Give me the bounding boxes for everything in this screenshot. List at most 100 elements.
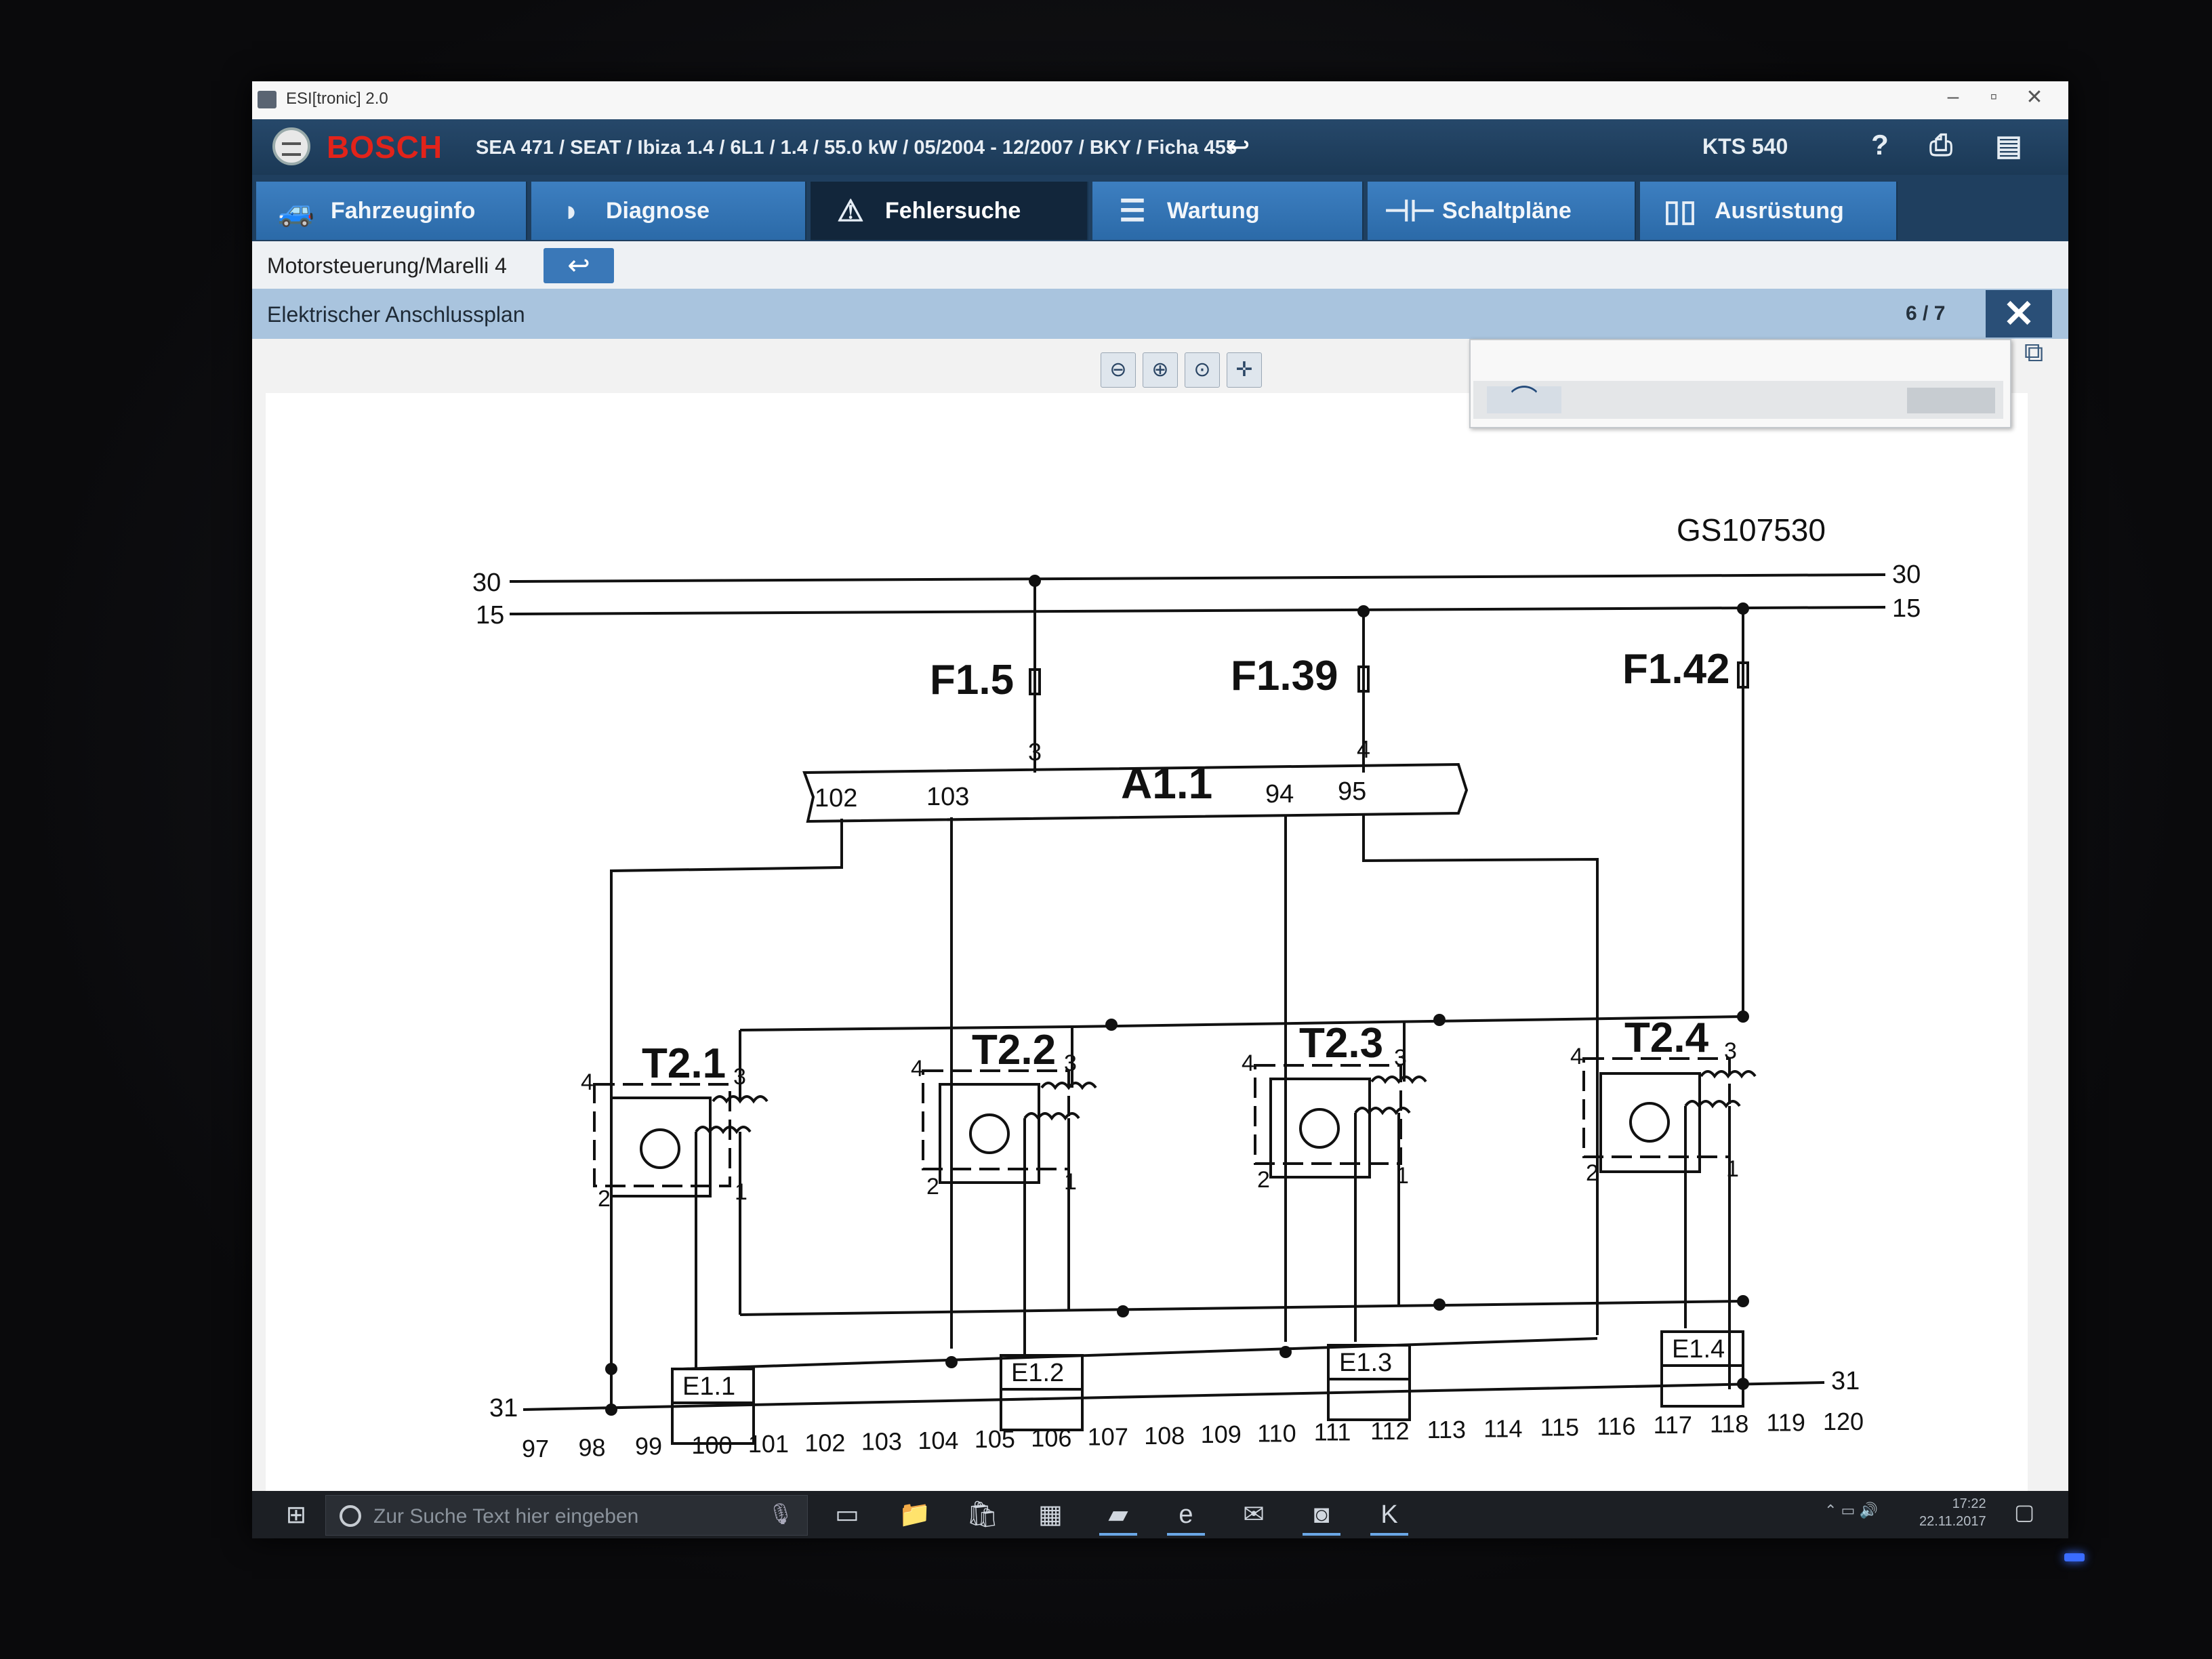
coil-t2-3-pin-2: 2 <box>1257 1167 1270 1193</box>
menu-icon[interactable]: ▤ <box>1995 129 2022 161</box>
grid-number: 109 <box>1201 1420 1242 1448</box>
breadcrumb-bar: Motorsteuerung/Marelli 4 ↩ <box>252 241 2068 289</box>
diagnosis-icon: ◗ <box>562 194 581 228</box>
diagram-id: GS107530 <box>1677 512 1826 548</box>
page-counter: 6 / 7 <box>1906 302 1946 325</box>
coil-t2-2-pin-3: 3 <box>1064 1050 1077 1076</box>
rail-31-right: 31 <box>1831 1367 1860 1395</box>
tab-label: Fahrzeuginfo <box>331 198 476 224</box>
coil-t2-1-pin-4: 4 <box>581 1069 594 1095</box>
windows-start-icon[interactable]: ⊞ <box>285 1500 307 1528</box>
edge-browser-icon[interactable]: e <box>1167 1496 1205 1536</box>
coil-t2-2-pin-4: 4 <box>911 1056 924 1082</box>
close-window-button[interactable]: ✕ <box>2026 86 2043 108</box>
gauge-icon[interactable]: ⌒ <box>1487 386 1561 413</box>
tab-fahrzeuginfo[interactable]: 🚙 Fahrzeuginfo <box>256 182 527 240</box>
coil-t2-3-label: T2.3 <box>1299 1020 1383 1067</box>
module-pin-4: 4 <box>1357 735 1370 763</box>
zoom-out-icon[interactable]: ⊖ <box>1101 352 1136 388</box>
tab-ausruestung[interactable]: ▯▯ Ausrüstung <box>1640 182 1898 240</box>
grid-number: 99 <box>635 1433 662 1460</box>
grid-number: 120 <box>1823 1408 1864 1435</box>
grid-number: 100 <box>691 1431 732 1459</box>
device-label: KTS 540 <box>1702 134 1788 159</box>
notification-icon[interactable]: ▢ <box>2014 1500 2035 1524</box>
coil-t2-2-label: T2.2 <box>972 1027 1056 1073</box>
store-icon[interactable]: 🛍 <box>966 1500 1000 1529</box>
vehicle-info: SEA 471 / SEAT / Ibiza 1.4 / 6L1 / 1.4 /… <box>476 137 1237 159</box>
microphone-icon[interactable]: 🎙 <box>767 1503 794 1525</box>
coil-t2-1-label: T2.1 <box>642 1040 726 1087</box>
taskbar-clock[interactable]: 17:22 22.11.2017 <box>1919 1495 1986 1530</box>
plug-e1-4-label: E1.4 <box>1672 1335 1725 1364</box>
fuse-f1-42-label: F1.42 <box>1622 646 1730 693</box>
coil-t2-2-pin-1: 1 <box>1064 1169 1077 1195</box>
grid-number: 102 <box>804 1429 845 1456</box>
task-view-icon[interactable]: ▭ <box>835 1500 859 1529</box>
mail-icon[interactable]: ✉ <box>1243 1500 1265 1529</box>
pan-icon[interactable]: ✛ <box>1227 352 1262 388</box>
document-title: Elektrischer Anschlussplan <box>267 302 525 327</box>
zoom-fit-icon[interactable]: ⊙ <box>1185 352 1220 388</box>
grid-number: 117 <box>1654 1411 1692 1439</box>
esitronic-app-icon[interactable]: ◙ <box>1303 1496 1340 1536</box>
coil-t2-1-pin-3: 3 <box>733 1064 746 1090</box>
grid-number: 113 <box>1427 1416 1466 1443</box>
window-title: ESI[tronic] 2.0 <box>286 89 388 108</box>
grid-number: 115 <box>1540 1414 1579 1441</box>
tab-label: Ausrüstung <box>1715 198 1844 224</box>
wiring-diagram: GS107530 30 15 30 15 31 31 F1.5 F1.39 F1… <box>266 393 2028 1491</box>
tab-label: Diagnose <box>606 198 710 224</box>
tab-schaltplaene[interactable]: ⊣⊢ Schaltpläne <box>1368 182 1636 240</box>
tab-label: Wartung <box>1167 198 1260 224</box>
coil-t2-4-pin-4: 4 <box>1570 1044 1583 1069</box>
coil-t2-3-pin-1: 1 <box>1396 1163 1409 1189</box>
windows-taskbar: ⊞ Zur Suche Text hier eingeben 🎙 ▭ 📁 🛍 ▦… <box>252 1491 2068 1538</box>
help-icon[interactable]: ? <box>1871 129 1889 161</box>
back-button[interactable]: ↩ <box>544 248 614 283</box>
tab-wartung[interactable]: ☰ Wartung <box>1092 182 1364 240</box>
zoom-in-icon[interactable]: ⊕ <box>1143 352 1178 388</box>
maximize-button[interactable]: ▫ <box>1990 85 1998 108</box>
grid-number: 111 <box>1314 1418 1351 1446</box>
clock-date: 22.11.2017 <box>1919 1514 1986 1529</box>
tab-label: Fehlersuche <box>885 198 1021 224</box>
module-label: A1.1 <box>1121 759 1212 808</box>
car-icon: 🚙 <box>277 194 315 228</box>
circuit-icon: ⊣⊢ <box>1384 194 1436 228</box>
minimize-button[interactable]: – <box>1947 85 1959 108</box>
grid-number: 98 <box>578 1433 605 1461</box>
brand-name: BOSCH <box>327 129 443 165</box>
grid-number: 112 <box>1370 1417 1409 1445</box>
kaspersky-icon[interactable]: K <box>1370 1496 1408 1536</box>
coil-t2-4-pin-1: 1 <box>1726 1156 1739 1182</box>
document-titlebar: Elektrischer Anschlussplan 6 / 7 ✕ <box>252 289 2068 339</box>
coil-t2-2-pin-2: 2 <box>926 1174 939 1200</box>
grid-number: 104 <box>918 1427 958 1454</box>
panel-window-icon[interactable] <box>1907 388 1995 413</box>
coil-t2-4-pin-3: 3 <box>1724 1038 1737 1064</box>
sticky-notes-icon[interactable]: ▰ <box>1099 1496 1137 1536</box>
fuse-f1-5-label: F1.5 <box>930 657 1014 703</box>
print-icon[interactable]: ⎙ <box>1929 129 1952 161</box>
taskbar-search[interactable]: Zur Suche Text hier eingeben 🎙 <box>325 1495 808 1536</box>
file-explorer-icon[interactable]: 📁 <box>899 1500 931 1529</box>
coil-t2-4-label: T2.4 <box>1624 1015 1709 1061</box>
coil-t2-3-pin-3: 3 <box>1394 1045 1407 1071</box>
calculator-icon[interactable]: ▦ <box>1038 1500 1063 1529</box>
grid-number: 114 <box>1483 1414 1522 1442</box>
tab-label: Schaltpläne <box>1442 198 1572 224</box>
tab-diagnose[interactable]: ◗ Diagnose <box>531 182 806 240</box>
grid-number: 118 <box>1710 1410 1748 1437</box>
restore-window-icon[interactable]: ⧉ <box>2024 337 2044 367</box>
tab-fehlersuche[interactable]: ⚠ Fehlersuche <box>811 182 1088 240</box>
close-document-button[interactable]: ✕ <box>1986 290 2052 337</box>
app-icon <box>258 91 276 108</box>
grid-number: 107 <box>1088 1423 1128 1451</box>
module-pin-103: 103 <box>926 783 969 811</box>
back-arrow-icon[interactable]: ↩ <box>1226 131 1250 163</box>
module-pin-94: 94 <box>1265 780 1294 808</box>
system-tray-icons[interactable]: ⌃ ▭ 🔊 <box>1824 1502 1878 1519</box>
coil-t2-3-pin-4: 4 <box>1242 1050 1254 1076</box>
grid-number: 97 <box>522 1435 549 1462</box>
